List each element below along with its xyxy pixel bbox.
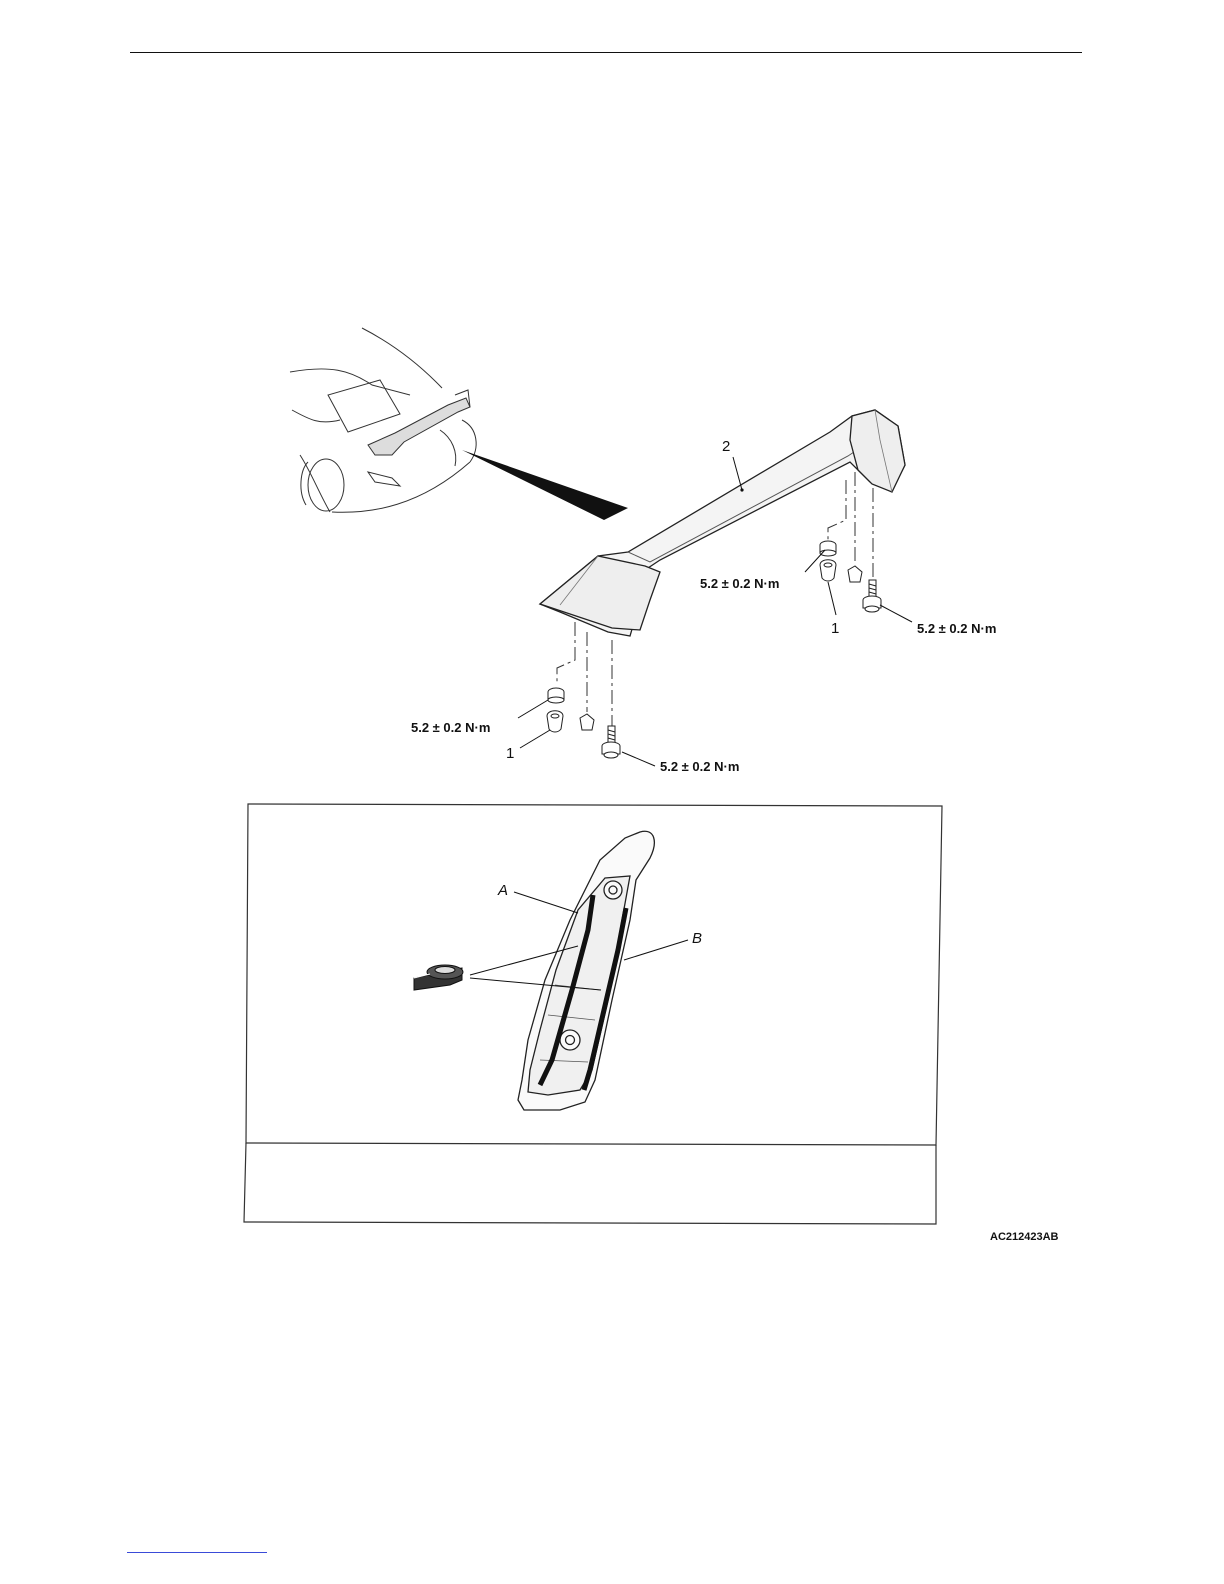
left-grommet	[547, 711, 563, 732]
right-clip	[848, 566, 862, 582]
vehicle-location-view	[290, 328, 476, 512]
torque-label-left: 5.2 ± 0.2 N·m	[411, 720, 490, 735]
spoiler-end-underside	[518, 831, 654, 1110]
callout-pointer	[462, 450, 628, 520]
part-number-1-right: 1	[831, 620, 839, 637]
tape-label-b: B	[692, 930, 702, 947]
torque-label-left-bolt: 5.2 ± 0.2 N·m	[660, 759, 739, 774]
left-bolt	[602, 726, 620, 758]
part-number-1-left: 1	[506, 745, 514, 762]
torque-label-right: 5.2 ± 0.2 N·m	[917, 621, 996, 636]
left-nut	[548, 688, 564, 703]
tape-label-a: A	[497, 882, 508, 899]
tape-roll-icon	[414, 965, 463, 990]
right-grommet	[820, 560, 836, 581]
left-fastener-centerlines	[557, 622, 612, 728]
right-nut	[820, 541, 836, 556]
footer-link-rule	[127, 1552, 267, 1553]
figure-reference-code: AC212423AB	[990, 1231, 1059, 1243]
part-number-2: 2	[722, 438, 730, 455]
torque-label-center: 5.2 ± 0.2 N·m	[700, 576, 779, 591]
left-clip	[580, 714, 594, 730]
right-bolt	[863, 580, 881, 612]
